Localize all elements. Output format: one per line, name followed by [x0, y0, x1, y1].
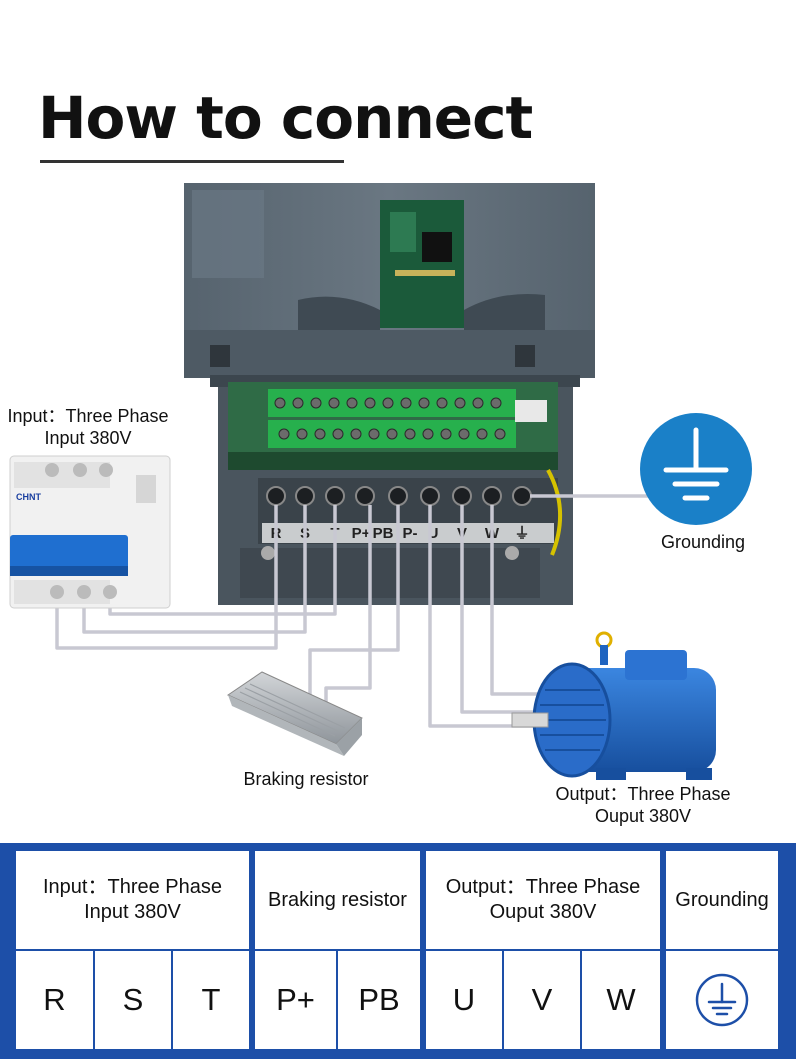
terminal-cell-p-plus: P+ — [255, 951, 336, 1049]
wire-pb — [308, 505, 400, 698]
wiring-diagram: R S T P+ PB P- U V W ⏚ CHNT — [9, 183, 752, 780]
breaker-handles — [10, 535, 128, 569]
terminal-cell-r: R — [16, 951, 93, 1049]
terminal-mark-ground: ⏚ — [514, 525, 529, 542]
power-terminal-screws — [266, 486, 532, 506]
terminal-cell-s: S — [95, 951, 171, 1049]
output-label-line2: Ouput 380V — [594, 806, 692, 826]
terminal-mark-u: U — [428, 525, 439, 542]
terminal-cell-t: T — [173, 951, 249, 1049]
output-label: Output：Three Phase Ouput 380V — [530, 783, 756, 827]
input-label-line1: Input：Three Phase — [7, 406, 169, 426]
breaker-brand-text: CHNT — [16, 492, 41, 502]
wire-u — [428, 505, 540, 728]
output-label-line1: Output：Three Phase — [555, 784, 731, 804]
grounding-label: Grounding — [660, 532, 746, 552]
terminal-cell-u: U — [426, 951, 502, 1049]
terminal-cell-w: W — [582, 951, 660, 1049]
terminal-mark-p-minus: P- — [403, 525, 418, 542]
motor-shaft — [511, 712, 549, 728]
terminal-cell-pb: PB — [338, 951, 420, 1049]
wire-t — [108, 505, 337, 616]
table-header-braking-resistor: Braking resistor — [255, 851, 420, 949]
wire-w — [490, 505, 540, 696]
table-header-grounding: Grounding — [666, 851, 778, 949]
ground-symbol-icon — [663, 427, 729, 501]
wire-v — [460, 505, 540, 714]
braking-resistor — [226, 671, 363, 756]
wire-p-plus — [324, 505, 372, 708]
page-title: How to connect — [38, 84, 533, 152]
wire-r — [55, 505, 278, 650]
title-underline — [40, 160, 344, 163]
terminal-mark-p-plus: P+ — [352, 525, 371, 542]
inverter-unit — [184, 183, 595, 605]
input-label: Input：Three Phase Input 380V — [0, 405, 176, 449]
terminal-mark-pb: PB — [373, 525, 394, 542]
wires — [55, 494, 650, 728]
braking-resistor-label: Braking resistor — [243, 769, 369, 789]
ground-symbol-icon — [695, 973, 749, 1027]
circuit-breaker: CHNT — [9, 455, 171, 609]
electric-motor — [511, 631, 716, 780]
terminal-cell-v: V — [504, 951, 580, 1049]
wire-s — [82, 505, 307, 634]
terminal-cell-ground — [666, 951, 778, 1049]
input-label-line2: Input 380V — [44, 428, 132, 448]
grounding-badge — [640, 413, 752, 525]
